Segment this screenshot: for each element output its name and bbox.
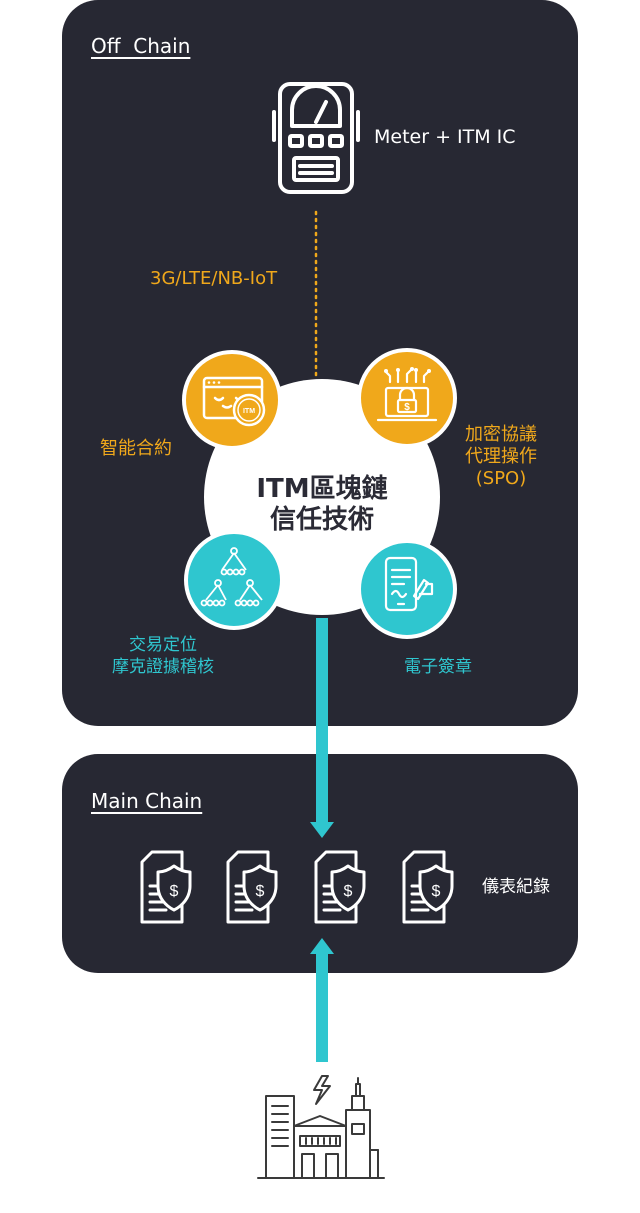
smart-contract-window-icon bbox=[182, 350, 282, 450]
city-power-icon bbox=[257, 1075, 385, 1179]
meter-chip-icon bbox=[272, 82, 360, 194]
merkle-label: 交易定位 摩克證據稽核 bbox=[96, 634, 230, 678]
spo-label-line3: (SPO) bbox=[475, 468, 527, 489]
svg-text:$: $ bbox=[344, 883, 353, 900]
spo-label-line2: 代理操作 bbox=[465, 446, 537, 467]
svg-text:$: $ bbox=[170, 883, 179, 900]
off-chain-title: Off Chain bbox=[91, 34, 191, 58]
merkle-label-line2: 摩克證據稽核 bbox=[112, 657, 214, 677]
mobile-signature-icon bbox=[357, 539, 457, 639]
itm-badge-text: ITM bbox=[243, 408, 255, 415]
core-title-line1: ITM區塊鏈 bbox=[256, 474, 388, 504]
spo-label: 加密協議 代理操作 (SPO) bbox=[446, 424, 556, 490]
meter-label: Meter + ITM IC bbox=[374, 126, 516, 148]
secure-document-icon: $ $ $ $ bbox=[140, 850, 454, 924]
svg-text:$: $ bbox=[432, 883, 441, 900]
core-title: ITM區塊鏈 信任技術 bbox=[204, 474, 440, 536]
merkle-tree-icon bbox=[184, 530, 284, 630]
main-chain-title: Main Chain bbox=[91, 789, 203, 813]
core-title-line2: 信任技術 bbox=[269, 505, 374, 535]
esign-label: 電子簽章 bbox=[404, 657, 472, 677]
svg-text:$: $ bbox=[256, 883, 265, 900]
spo-label-line1: 加密協議 bbox=[465, 424, 537, 445]
connection-label: 3G/LTE/NB-IoT bbox=[150, 268, 278, 289]
encryption-chip-icon: $ bbox=[357, 348, 457, 448]
records-label: 儀表紀錄 bbox=[482, 877, 550, 897]
up-arrow-from-source bbox=[310, 938, 334, 1062]
down-arrow-to-main-chain bbox=[310, 618, 334, 838]
svg-text:$: $ bbox=[404, 402, 410, 413]
merkle-label-line1: 交易定位 bbox=[129, 635, 197, 655]
smart-contract-label: 智能合約 bbox=[100, 438, 172, 459]
